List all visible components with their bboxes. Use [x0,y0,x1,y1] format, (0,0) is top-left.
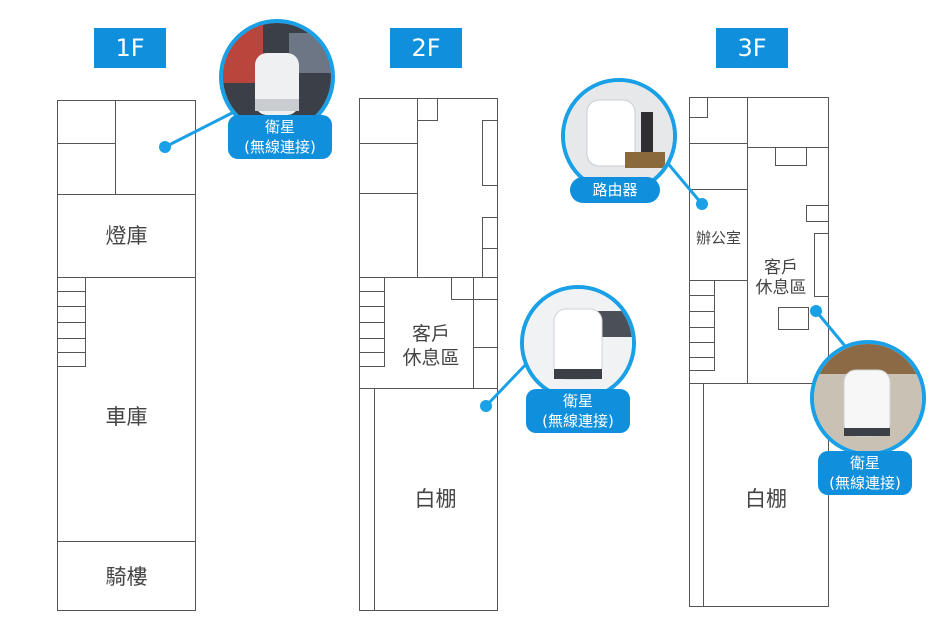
room-label-lounge-2f-line1: 客戶 [411,323,450,345]
device-marker-3f [810,305,822,317]
satellite-badge-1f: 衛星 (無線連接) [228,115,332,159]
router-photo-3f [561,78,677,194]
room-label-lounge-2f-line2: 休息區 [402,347,460,369]
satellite-badge-2f-line2: (無線連接) [542,412,614,430]
satellite-badge-1f-line2: (無線連接) [244,138,316,156]
device-marker-1f [159,141,171,153]
room-label-lamp-storage: 燈庫 [105,224,148,248]
router-badge-3f: 路由器 [570,177,660,203]
room-label-white-shed-3f: 白棚 [745,487,787,511]
room-label-arcade: 騎樓 [105,565,148,589]
satellite-badge-2f-line1: 衛星 [562,392,593,410]
device-marker-2f [480,400,492,412]
floor-tag-3f: 3F [716,28,788,68]
room-label-lounge-3f-line1: 客戶 [764,258,798,278]
satellite-badge-2f: 衛星 (無線連接) [526,389,630,433]
room-label-garage: 車庫 [105,405,148,429]
satellite-badge-3f-line2: (無線連接) [829,474,901,492]
satellite-photo-3f [810,340,926,456]
satellite-photo-2f [520,285,636,401]
room-label-office-3f: 辦公室 [695,229,741,247]
floor-tag-2f: 2F [390,28,462,68]
room-label-white-shed-2f: 白棚 [414,487,457,511]
satellite-badge-1f-line1: 衛星 [264,118,295,136]
room-label-lounge-3f-line2: 休息區 [755,278,807,298]
satellite-badge-3f-line1: 衛星 [849,454,880,472]
router-marker-3f [696,198,708,210]
satellite-badge-3f: 衛星 (無線連接) [818,451,912,495]
floor-tag-1f: 1F [94,28,166,68]
